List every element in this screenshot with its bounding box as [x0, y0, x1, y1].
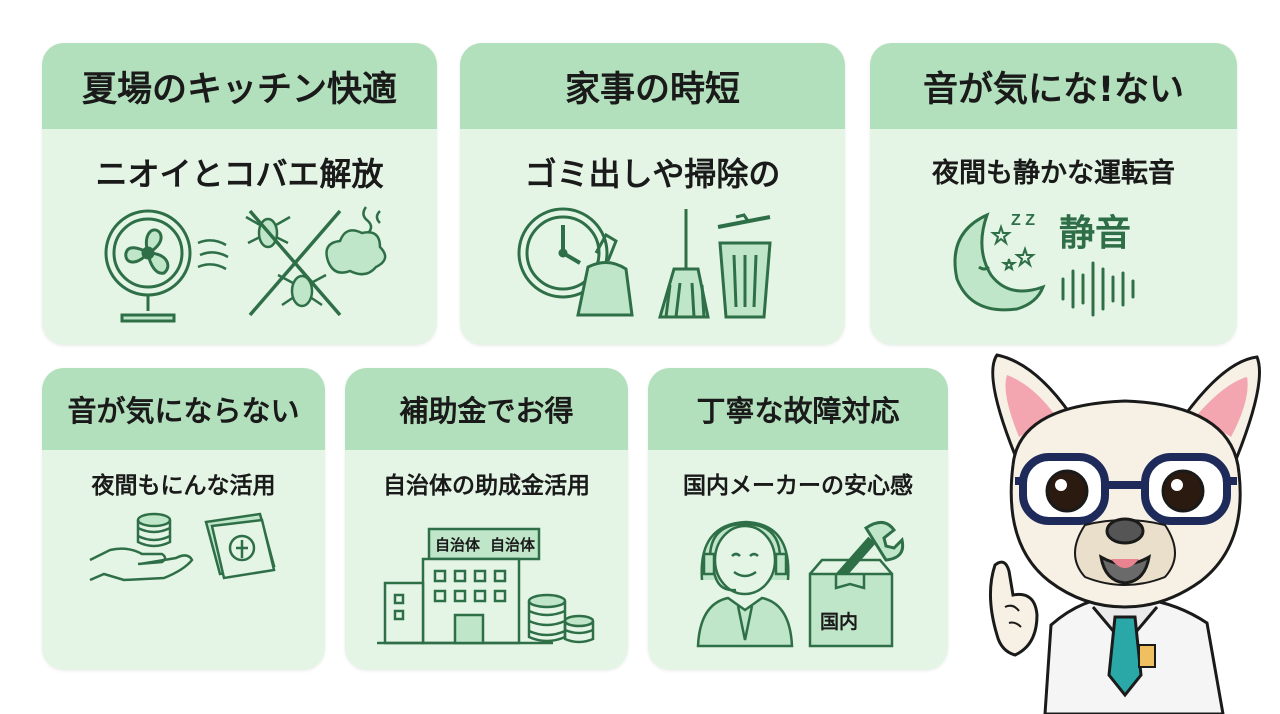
card-title: 補助金でお得	[345, 368, 628, 450]
trash-can-icon	[717, 213, 772, 319]
airflow-icon	[197, 239, 229, 271]
card-no-noise: 音が気にならない 夜間もにんな活用	[42, 368, 325, 670]
star-icon	[989, 223, 1036, 272]
tie	[1107, 615, 1143, 698]
box-label: 国内	[820, 610, 858, 633]
card-quiet-operation: 音が気にな!ない 夜間も静かな運転音 Z Z 静音	[870, 43, 1237, 345]
card-title: 音が気にな!ない	[870, 43, 1237, 129]
eye-right	[1161, 469, 1205, 513]
card-subtitle: 自治体の助成金活用	[383, 473, 590, 499]
nose	[1105, 517, 1145, 545]
card-kitchen-comfort: 夏場のキッチン快適 ニオイとコバエ解放	[42, 43, 437, 345]
card-icons	[42, 508, 325, 588]
city-hall-building-icon: 自治体 自治体	[376, 527, 553, 645]
dog-head	[1009, 399, 1242, 609]
banknotes-icon	[203, 512, 276, 580]
fly-icon	[244, 215, 327, 308]
sleep-z-icon: Z Z	[1011, 212, 1035, 229]
card-subtitle: ニオイとコバエ解放	[95, 155, 384, 193]
odor-cloud-icon	[324, 206, 386, 276]
sound-wave-icon	[1061, 261, 1134, 317]
card-repair-support: 丁寧な故障対応 国内メーカーの安心感	[648, 368, 948, 670]
id-badge	[1138, 644, 1156, 668]
french-bulldog-doctor-mascot-icon	[988, 353, 1261, 714]
building-label-2: 自治体	[490, 536, 536, 554]
card-icons: 自治体 自治体	[345, 523, 628, 648]
glasses	[1015, 453, 1237, 525]
dustpan-icon	[575, 232, 634, 317]
coin-stack-icon	[527, 593, 594, 644]
quiet-badge: 静音	[1059, 213, 1131, 254]
eye-left	[1045, 469, 1089, 513]
broom-icon	[657, 209, 710, 319]
card-subtitle: 夜間も静かな運転音	[932, 158, 1175, 189]
building-label-1: 自治体	[435, 536, 481, 554]
card-subtitle: ゴミ出しや掃除の	[524, 155, 781, 193]
card-icons: 国内	[648, 510, 948, 650]
card-title: 夏場のキッチン快適	[42, 43, 437, 129]
card-icons: Z Z 静音	[870, 203, 1237, 328]
card-icons	[460, 205, 845, 325]
card-housework-time-saving: 家事の時短 ゴミ出しや掃除の	[460, 43, 845, 345]
moon-icon	[953, 212, 1046, 312]
package-box-icon: 国内	[808, 558, 894, 648]
fan-icon	[104, 209, 191, 323]
card-icons	[42, 203, 437, 328]
card-subtitle: 夜間もにんな活用	[91, 473, 276, 499]
hand-coins-icon	[88, 512, 193, 582]
support-agent-headset-icon	[696, 520, 794, 648]
card-subsidy: 補助金でお得 自治体の助成金活用 自治体 自治体	[345, 368, 628, 670]
card-title: 音が気にならない	[42, 368, 325, 450]
card-title: 家事の時短	[460, 43, 845, 129]
pointing-paw	[988, 560, 1039, 657]
card-title: 丁寧な故障対応	[648, 368, 948, 450]
crossed-out-icon	[248, 209, 341, 317]
card-subtitle: 国内メーカーの安心感	[683, 473, 913, 499]
